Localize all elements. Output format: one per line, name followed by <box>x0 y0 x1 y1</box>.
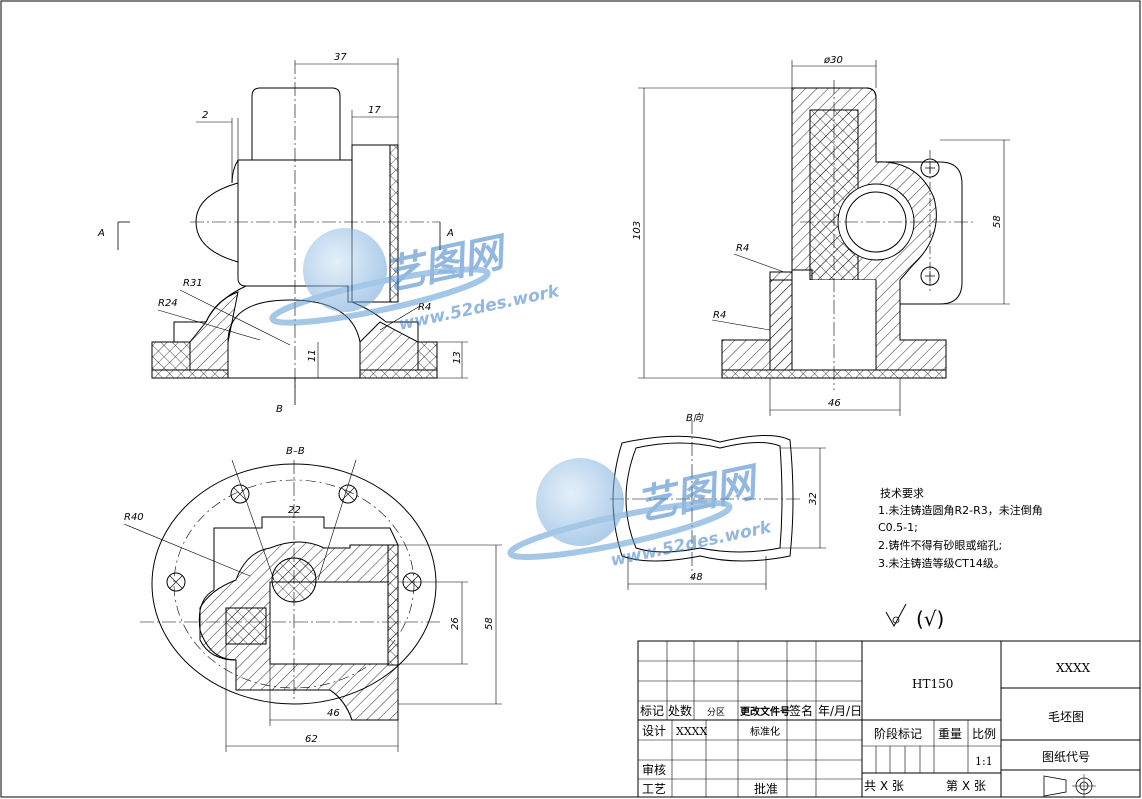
watermark-brand-2: 艺图网 <box>633 459 766 530</box>
dim-r31: R31 <box>183 278 203 289</box>
standard-label: 标准化 <box>750 725 780 738</box>
globe-icon <box>536 458 624 546</box>
stage-label: 阶段标记 <box>874 726 922 741</box>
b-direction-view <box>610 420 826 590</box>
dim-2: 2 <box>202 110 208 121</box>
hdr-date: 年/月/日 <box>818 704 862 718</box>
dim-48: 48 <box>690 572 703 583</box>
view-b-mark: B <box>276 404 283 415</box>
front-view <box>117 58 468 405</box>
watermark-2: 艺图网 www.52des.work <box>507 458 775 571</box>
b-direction-labels: B向 32 48 <box>686 412 819 583</box>
sheet-no: 第 X 张 <box>946 779 986 793</box>
dim-58-bottom: 58 <box>484 617 495 630</box>
title-block <box>637 640 1141 798</box>
design-label: 设计 <box>642 724 666 738</box>
approve-label: 批准 <box>754 781 778 796</box>
material: HT150 <box>912 677 953 691</box>
side-view <box>638 60 1010 416</box>
roughness-icon <box>885 603 907 628</box>
dim-17: 17 <box>368 105 381 116</box>
tech-req-line-1: 1.未注铸造圆角R2-R3，未注倒角 <box>878 503 1043 517</box>
watermark-brand-1: 艺图网 <box>381 229 514 300</box>
section-bb-labels: B–B R40 22 26 58 46 62 <box>124 446 495 745</box>
drawing-no-label: 图纸代号 <box>1042 750 1090 764</box>
company: XXXX <box>1056 661 1091 675</box>
tech-req-title: 技术要求 <box>880 487 924 500</box>
dim-58: 58 <box>992 215 1003 228</box>
tech-req-line-4: 3.未注铸造等级CT14级。 <box>878 556 1005 570</box>
dim-13: 13 <box>452 351 463 364</box>
section-a-right: A <box>446 228 454 239</box>
b-view-title: B向 <box>686 412 704 424</box>
process-label: 工艺 <box>642 782 666 796</box>
front-view-labels: 37 2 17 R31 R24 R4 11 13 A A B <box>97 52 463 415</box>
dim-37: 37 <box>334 52 347 63</box>
dim-r4-upper: R4 <box>736 243 749 254</box>
title-block-text: HT150 XXXX 毛坯图 图纸代号 标记 处数 分区 更改文件号 签名 年/… <box>640 661 1091 796</box>
roughness-paren: (√) <box>916 607 944 631</box>
dim-r24: R24 <box>158 298 178 309</box>
tech-req-line-2: C0.5-1; <box>878 521 918 534</box>
projection-symbol-icon <box>1043 775 1067 797</box>
globe-icon <box>303 228 387 312</box>
dim-r4: R4 <box>418 302 431 313</box>
hdr-sign: 签名 <box>789 703 813 718</box>
dim-r40: R40 <box>124 512 144 523</box>
weight-label: 重量 <box>938 727 962 741</box>
dim-22: 22 <box>288 505 301 516</box>
scale-value: 1:1 <box>975 755 993 768</box>
dim-11: 11 <box>307 349 318 362</box>
hdr-mark: 标记 <box>640 704 664 718</box>
dim-dia30: ø30 <box>823 55 843 66</box>
dim-r4-lower: R4 <box>713 310 726 321</box>
section-bb-title: B–B <box>286 446 305 457</box>
tech-req-line-3: 2.铸件不得有砂眼或缩孔; <box>878 538 1002 552</box>
dim-62: 62 <box>305 734 318 745</box>
surface-roughness: (√) <box>885 603 944 631</box>
dim-46: 46 <box>828 398 841 409</box>
drawing-name: 毛坯图 <box>1048 710 1084 724</box>
design-value: XXXX <box>676 725 707 738</box>
technical-requirements: 技术要求 1.未注铸造圆角R2-R3，未注倒角 C0.5-1; 2.铸件不得有砂… <box>878 487 1043 570</box>
hdr-change-doc: 更改文件号 <box>740 705 790 718</box>
section-bb-view <box>123 459 502 752</box>
review-label: 审核 <box>642 762 666 777</box>
side-view-labels: ø30 103 58 46 R4 R4 <box>632 55 1003 409</box>
dim-103: 103 <box>632 221 643 240</box>
total-sheets: 共 X 张 <box>864 779 904 793</box>
hdr-count: 处数 <box>668 703 692 718</box>
dim-32: 32 <box>808 492 819 505</box>
dim-46-bottom: 46 <box>327 708 340 719</box>
section-a-left: A <box>97 228 105 239</box>
dim-26: 26 <box>450 617 461 630</box>
scale-label: 比例 <box>972 727 996 741</box>
watermark-1: 艺图网 www.52des.work <box>269 228 563 335</box>
hdr-zone: 分区 <box>707 707 725 718</box>
